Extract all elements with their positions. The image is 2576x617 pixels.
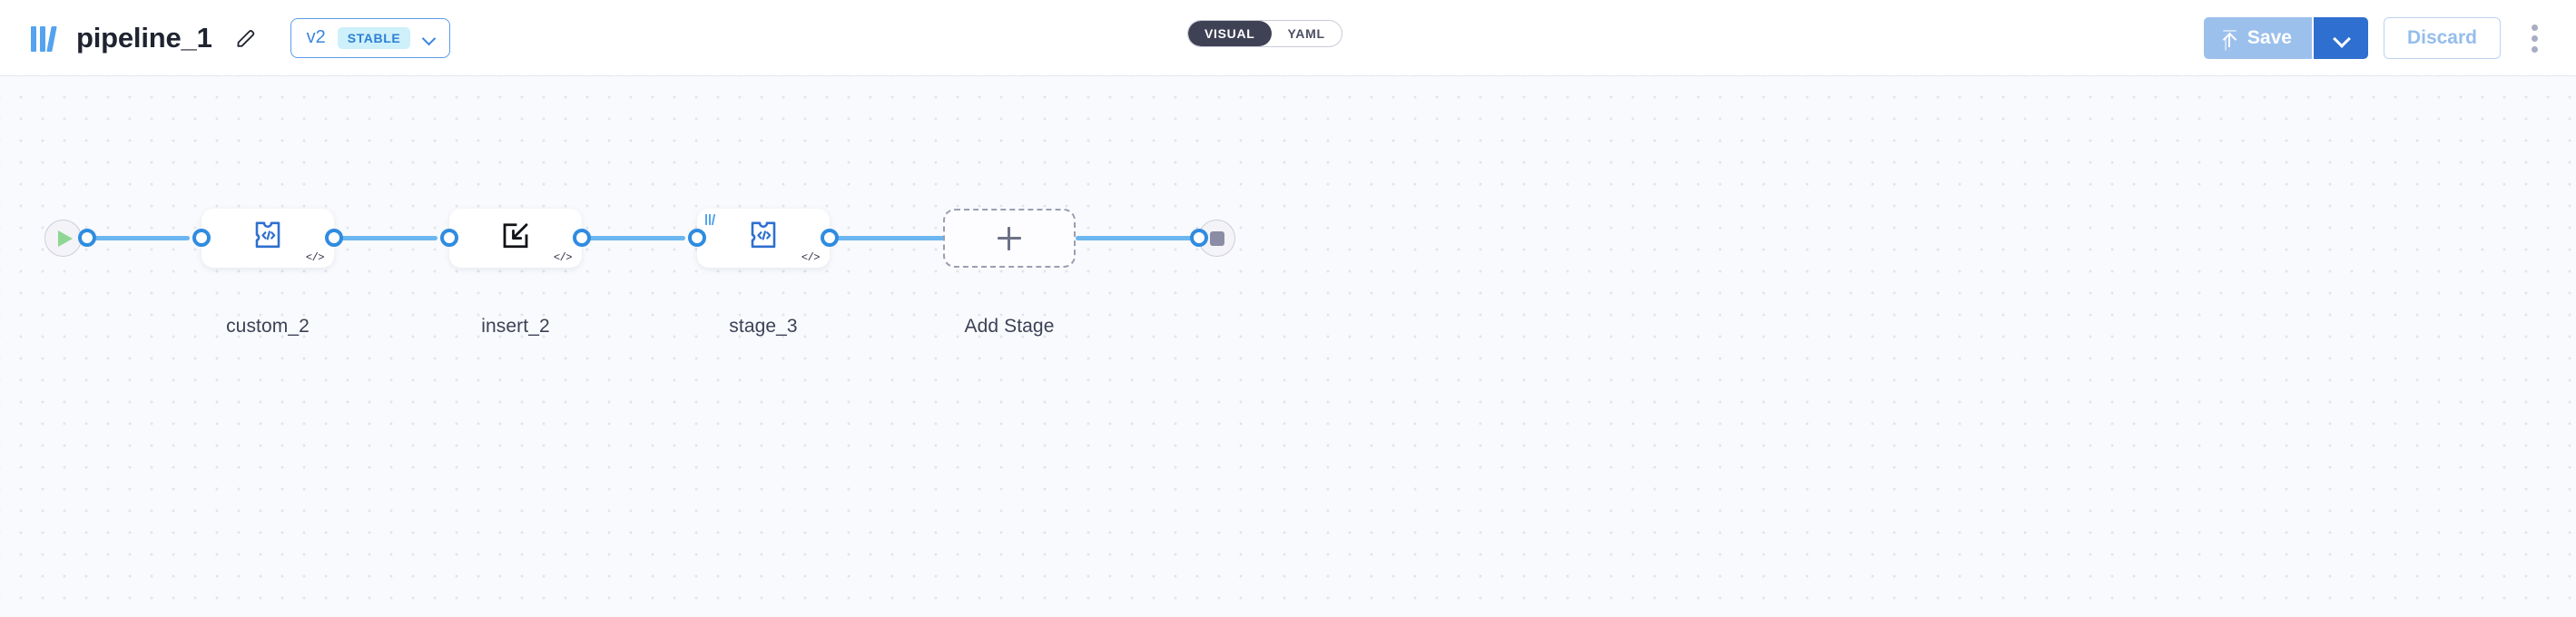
stage-node-stage_3[interactable]: </> bbox=[697, 209, 830, 268]
status-badge: STABLE bbox=[337, 26, 411, 49]
add-stage-label: Add Stage bbox=[964, 316, 1055, 337]
stage-node-custom_2[interactable]: </> bbox=[202, 209, 334, 268]
port-stage_3-out[interactable] bbox=[821, 229, 839, 247]
port-insert_2-in[interactable] bbox=[440, 229, 458, 247]
port-custom_2-out[interactable] bbox=[325, 229, 343, 247]
tab-visual[interactable]: VISUAL bbox=[1188, 21, 1272, 46]
pencil-icon[interactable] bbox=[225, 17, 267, 59]
discard-button[interactable]: Discard bbox=[2383, 17, 2501, 59]
play-icon bbox=[57, 230, 73, 247]
chevron-down-icon bbox=[2334, 34, 2348, 43]
insert-into-box-icon bbox=[497, 217, 534, 256]
start-node[interactable] bbox=[44, 220, 82, 257]
save-button-group: Save bbox=[2203, 17, 2368, 59]
puzzle-code-icon bbox=[745, 217, 782, 256]
port-stage_3-in[interactable] bbox=[688, 229, 706, 247]
tab-yaml[interactable]: YAML bbox=[1287, 26, 1325, 41]
port-end-in[interactable] bbox=[1190, 229, 1208, 247]
code-badge: </> bbox=[305, 251, 325, 264]
pipeline-flow: </> custom_2 </> insert_2 bbox=[0, 76, 2576, 617]
add-stage-button[interactable] bbox=[943, 209, 1076, 268]
edge-start-to-custom2 bbox=[86, 236, 190, 240]
code-badge: </> bbox=[801, 251, 821, 264]
top-bar: pipeline_1 v2 STABLE VISUAL YAML S bbox=[0, 0, 2576, 76]
edge-addstage-to-end bbox=[1076, 236, 1198, 240]
port-start-out[interactable] bbox=[78, 229, 96, 247]
pipeline-bars-logo-icon bbox=[705, 214, 718, 225]
pipeline-bars-logo-icon bbox=[31, 24, 62, 52]
save-button-label: Save bbox=[2247, 27, 2292, 48]
pipeline-canvas[interactable]: </> custom_2 </> insert_2 bbox=[0, 76, 2576, 617]
puzzle-code-icon bbox=[250, 217, 286, 256]
save-button[interactable]: Save bbox=[2203, 17, 2312, 59]
version-number: v2 bbox=[306, 27, 326, 47]
kebab-menu-icon[interactable] bbox=[2516, 17, 2552, 59]
stage-label-insert_2: insert_2 bbox=[481, 316, 550, 337]
top-bar-left-group: pipeline_1 v2 STABLE bbox=[31, 17, 451, 59]
port-insert_2-out[interactable] bbox=[573, 229, 591, 247]
page-title: pipeline_1 bbox=[76, 21, 212, 54]
stop-icon bbox=[1209, 230, 1224, 246]
edge-insert2-to-stage3 bbox=[582, 236, 685, 240]
upload-icon bbox=[2222, 29, 2237, 47]
version-selector[interactable]: v2 STABLE bbox=[290, 17, 451, 58]
save-options-dropdown[interactable] bbox=[2311, 17, 2368, 59]
chevron-down-icon bbox=[422, 34, 437, 43]
view-mode-toggle[interactable]: VISUAL YAML bbox=[1187, 20, 1342, 47]
code-badge: </> bbox=[553, 251, 573, 264]
top-bar-actions: Save Discard bbox=[2203, 0, 2552, 76]
stage-label-custom_2: custom_2 bbox=[226, 316, 310, 337]
stage-label-stage_3: stage_3 bbox=[729, 316, 798, 337]
port-custom_2-in[interactable] bbox=[192, 229, 211, 247]
edge-custom2-to-insert2 bbox=[333, 236, 438, 240]
edge-stage3-to-addstage bbox=[829, 236, 945, 240]
plus-icon bbox=[998, 226, 1021, 250]
stage-node-insert_2[interactable]: </> bbox=[449, 209, 582, 268]
